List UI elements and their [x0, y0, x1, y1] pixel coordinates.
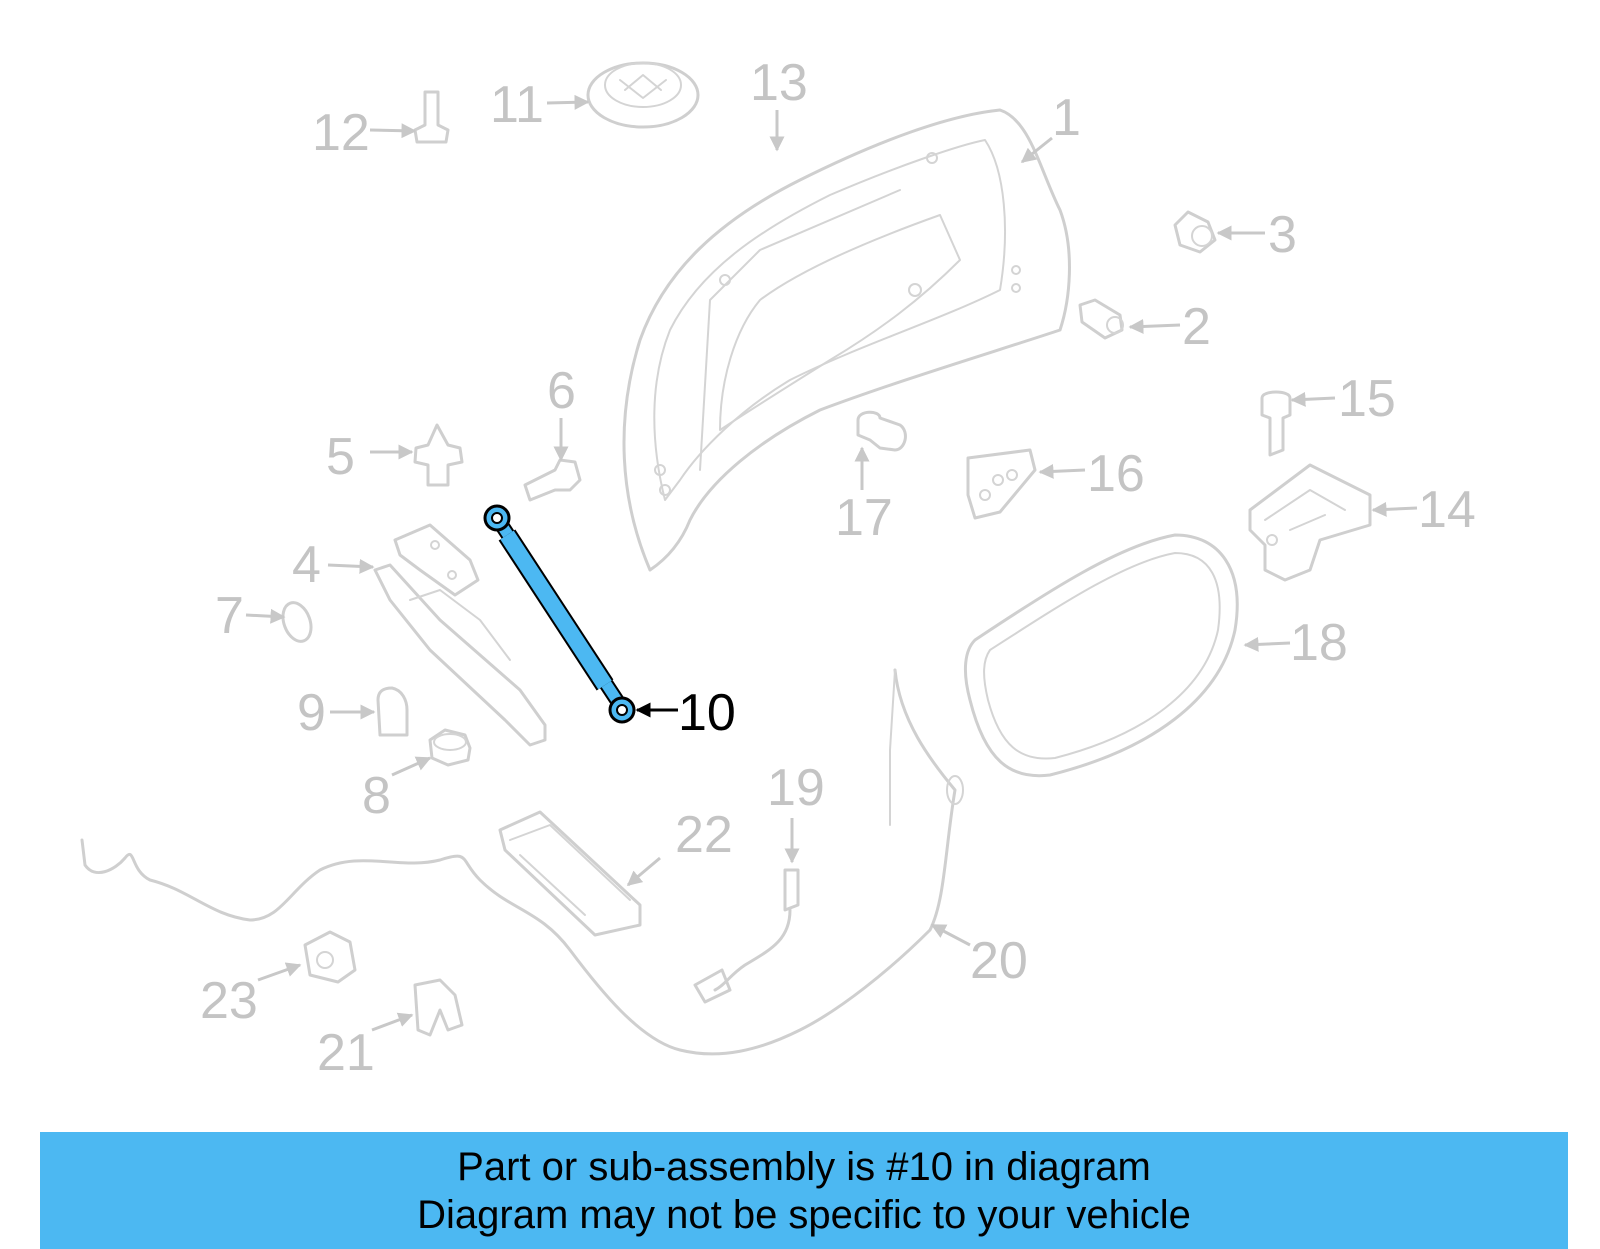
- callout-17: 17: [835, 489, 893, 547]
- callout-2: 2: [1182, 298, 1211, 356]
- callout-19: 19: [767, 759, 825, 817]
- part-12-bolt: [413, 90, 450, 144]
- callout-22: 22: [675, 806, 733, 864]
- part-6-bolt: [523, 458, 582, 502]
- part-17-bolt: [856, 410, 907, 452]
- part-22-actuator: [498, 810, 642, 937]
- part-2-bumper: [1078, 298, 1124, 340]
- part-7-o-ring: [281, 601, 313, 643]
- callout-21: 21: [317, 1024, 375, 1082]
- part-18-weatherstrip: [964, 533, 1239, 778]
- part-16-striker: [966, 448, 1037, 520]
- callout-14: 14: [1418, 481, 1476, 539]
- callout-9: 9: [297, 684, 326, 742]
- part-11-emblem: [586, 61, 700, 129]
- part-9-cap: [376, 686, 409, 737]
- part-19-connector: [693, 868, 800, 1004]
- callout-1: 1: [1052, 89, 1081, 147]
- callout-11: 11: [490, 76, 544, 134]
- part-5-clip: [413, 423, 464, 487]
- banner-line-disclaimer: Diagram may not be specific to your vehi…: [417, 1192, 1191, 1237]
- part-13-hose: [710, 148, 797, 160]
- callout-3: 3: [1268, 206, 1297, 264]
- part-10-lift-support-strut: [483, 504, 636, 724]
- callout-15: 15: [1338, 370, 1396, 428]
- part-3-grommet: [1173, 210, 1217, 254]
- callout-18: 18: [1290, 614, 1348, 672]
- part-15-screw: [1260, 390, 1292, 457]
- part-1-trunk-lid: [622, 108, 1071, 572]
- part-4-hinge: [373, 523, 547, 747]
- callout-8: 8: [362, 767, 391, 825]
- callout-4: 4: [292, 536, 321, 594]
- callout-12: 12: [312, 104, 370, 162]
- part-23-clip: [303, 930, 357, 984]
- callout-13: 13: [750, 54, 808, 112]
- callout-7: 7: [215, 587, 244, 645]
- info-banner: Part or sub-assembly is #10 in diagram D…: [40, 1132, 1568, 1249]
- leader-arrows: [245, 94, 1418, 1032]
- parts-diagram: 1 2 3 4 5 6 7 8 9 10 11 12 13 14 15 16 1…: [80, 54, 1476, 1082]
- callout-6: 6: [547, 362, 576, 420]
- part-20-release-cable: [80, 668, 964, 1056]
- banner-line-part-number: Part or sub-assembly is #10 in diagram: [457, 1144, 1151, 1189]
- callout-5: 5: [326, 428, 355, 486]
- part-21-clip: [413, 978, 464, 1037]
- part-8-nut: [428, 728, 472, 767]
- callout-20: 20: [970, 932, 1028, 990]
- callout-10: 10: [678, 684, 736, 742]
- part-14-latch: [1248, 463, 1372, 582]
- callout-labels: 1 2 3 4 5 6 7 8 9 10 11 12 13 14 15 16 1…: [200, 54, 1476, 1082]
- callout-23: 23: [200, 972, 258, 1030]
- callout-16: 16: [1087, 445, 1145, 503]
